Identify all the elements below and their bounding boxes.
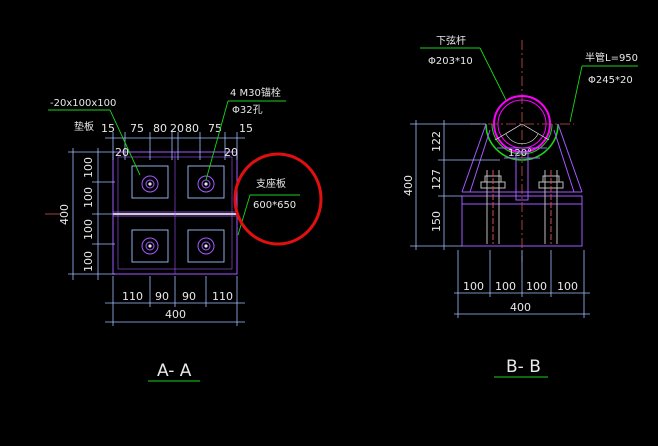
bolt-hole-top-left	[141, 175, 159, 193]
left-dim-3: 100	[82, 219, 95, 240]
pad-bottom-right	[187, 229, 225, 263]
top-dim-2: 75	[130, 122, 144, 135]
angle-line-left	[494, 123, 523, 141]
bolt-spec-leader	[205, 100, 286, 181]
center-rib	[515, 151, 529, 201]
bb-left-dim-1: 122	[430, 131, 443, 152]
pad-top-left	[131, 165, 169, 199]
bottom-dim-2: 90	[155, 290, 169, 303]
top-dim-1: 15	[101, 122, 115, 135]
top-dim-3: 80	[153, 122, 167, 135]
gusset-plates	[461, 123, 583, 193]
half-pipe-saddle	[485, 123, 559, 161]
bb-left-dimension-chain	[410, 120, 500, 250]
half-pipe-leader	[569, 65, 638, 123]
half-pipe-size: Φ245*20	[588, 75, 633, 86]
bottom-dim-3: 90	[182, 290, 196, 303]
bolt-right	[538, 170, 564, 244]
top-dimension-chain	[105, 132, 245, 160]
bolt-hole-bottom-left	[141, 237, 159, 255]
lower-chord-leader	[420, 47, 507, 101]
top-dim-left-20: 20	[115, 146, 129, 159]
pad-spec-label: -20x100x100	[50, 98, 116, 109]
bolt-left	[480, 170, 506, 244]
highlight-circle	[233, 152, 323, 246]
lower-chord-label: 下弦杆	[436, 34, 466, 47]
angle-arc	[505, 133, 539, 145]
top-dim-right-20: 20	[224, 146, 238, 159]
bb-bottom-dim-2: 100	[495, 280, 516, 293]
left-dim-4: 100	[82, 251, 95, 272]
angle-label: 120°	[508, 148, 532, 159]
top-dim-4: 20	[170, 122, 184, 135]
top-dim-5: 80	[185, 122, 199, 135]
view-bb-title: B- B	[506, 357, 541, 377]
bottom-dimension-chain	[105, 276, 245, 326]
left-dimension-chain	[68, 148, 115, 280]
left-dim-2: 100	[82, 187, 95, 208]
bottom-dim-4: 110	[212, 290, 233, 303]
bolt-hole-top-right	[197, 175, 215, 193]
view-aa-title: A- A	[157, 361, 192, 381]
view-aa: 15 75 80 20 80 75 15 20 20 100 100 100 1…	[45, 86, 323, 382]
support-plate-label: 支座板	[256, 177, 286, 190]
top-dim-7: 15	[239, 122, 253, 135]
view-bb: 120°	[402, 34, 638, 378]
top-dim-6: 75	[208, 122, 222, 135]
bolt-spec-label: 4 M30锚栓	[230, 86, 281, 99]
support-plate-size: 600*650	[253, 200, 296, 211]
hole-spec-label: Φ32孔	[232, 104, 263, 116]
pad-spec-leader	[48, 109, 141, 176]
left-dim-total: 400	[58, 204, 71, 225]
pad-bottom-left	[131, 229, 169, 263]
support-plate-leader	[237, 194, 300, 236]
bolt-hole-bottom-right	[197, 237, 215, 255]
bb-bottom-dimension-chain	[454, 250, 590, 318]
bb-left-dim-2: 127	[430, 169, 443, 190]
left-dim-1: 100	[82, 157, 95, 178]
lower-chord-size: Φ203*10	[428, 56, 473, 67]
bb-left-dim-total: 400	[402, 175, 415, 196]
pad-label: 垫板	[74, 120, 94, 133]
half-pipe-saddle-inner	[491, 123, 553, 155]
pad-top-right	[187, 165, 225, 199]
base-plate	[461, 203, 583, 247]
bb-bottom-dim-1: 100	[463, 280, 484, 293]
bb-bottom-dim-4: 100	[557, 280, 578, 293]
bb-bottom-dim-3: 100	[526, 280, 547, 293]
bottom-dim-total: 400	[165, 308, 186, 321]
bottom-dim-1: 110	[122, 290, 143, 303]
bb-left-dim-3: 150	[430, 211, 443, 232]
angle-line-right	[521, 123, 550, 141]
bb-bottom-dim-total: 400	[510, 301, 531, 314]
half-pipe-label: 半管L=950	[585, 51, 638, 64]
